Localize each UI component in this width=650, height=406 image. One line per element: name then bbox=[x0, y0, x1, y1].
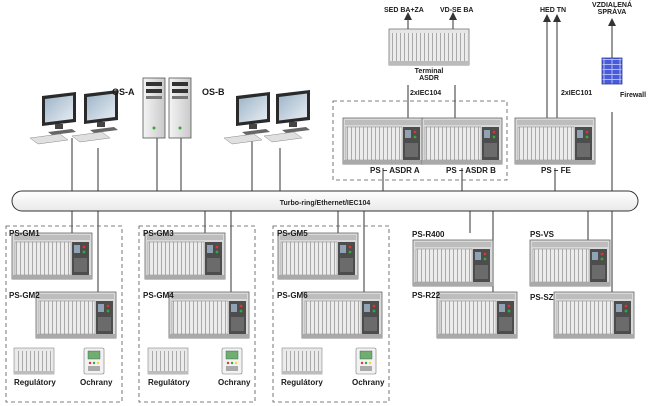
vzdialena-sprava-label: VZDIALENÁ SPRÁVA bbox=[591, 2, 633, 16]
iec101-label: 2xIEC101 bbox=[561, 90, 593, 97]
workstation-2 bbox=[71, 89, 119, 143]
rack-ps-gm6 bbox=[301, 291, 383, 339]
regulatory-label: Regulátory bbox=[148, 378, 190, 387]
workstation-4 bbox=[263, 89, 311, 143]
ps-vs-label: PS-VS bbox=[530, 230, 555, 239]
regulator-rack-3 bbox=[281, 347, 323, 375]
server-tower-b bbox=[168, 77, 192, 139]
ps-asdr-b-label: PS – ASDR B bbox=[446, 166, 496, 175]
lower-connectors bbox=[71, 211, 613, 292]
firewall-icon bbox=[601, 57, 623, 85]
hed-tn-label: HED TN bbox=[540, 7, 567, 14]
iec104-label: 2xIEC104 bbox=[410, 90, 442, 97]
ps-gm5-label: PS-GM5 bbox=[277, 229, 308, 238]
relay-icon bbox=[221, 347, 243, 375]
sed-ba-za-label: SED BA+ZA bbox=[384, 7, 424, 14]
terminal-asdr-rack bbox=[388, 28, 470, 66]
rack-ps-r22 bbox=[436, 291, 518, 339]
relay-icon bbox=[83, 347, 105, 375]
ps-gm2-label: PS-GM2 bbox=[9, 291, 40, 300]
ps-gm4-label: PS-GM4 bbox=[143, 291, 174, 300]
workstation-1 bbox=[29, 91, 77, 145]
rack-ps-r400 bbox=[412, 239, 494, 287]
ps-gm3-label: PS-GM3 bbox=[143, 229, 174, 238]
firewall-label: Firewall bbox=[620, 92, 647, 99]
ps-gm1-label: PS-GM1 bbox=[9, 229, 40, 238]
ochrany-label: Ochrany bbox=[218, 378, 251, 387]
regulatory-label: Regulátory bbox=[14, 378, 56, 387]
regulator-rack-1 bbox=[13, 347, 55, 375]
server-tower-a bbox=[142, 77, 166, 139]
group-frame-3 bbox=[272, 225, 390, 403]
rack-ps-asdr-b bbox=[421, 117, 503, 165]
rack-ps-gm5 bbox=[277, 232, 359, 280]
rack-ps-fe bbox=[514, 117, 596, 165]
terminal-asdr-label: Terminal ASDR bbox=[414, 68, 444, 82]
ps-fe-label: PS – FE bbox=[541, 166, 571, 175]
vd-se-ba-label: VD-SE BA bbox=[440, 7, 474, 14]
group-frame-2 bbox=[138, 225, 256, 403]
bus-label: Turbo-ring/Ethernet/IEC104 bbox=[279, 200, 371, 207]
rack-ps-vs bbox=[529, 239, 611, 287]
ochrany-label: Ochrany bbox=[80, 378, 113, 387]
ps-r400-label: PS-R400 bbox=[412, 230, 445, 239]
rack-ps-gm4 bbox=[168, 291, 250, 339]
ochrany-label: Ochrany bbox=[352, 378, 385, 387]
regulator-rack-2 bbox=[147, 347, 189, 375]
rack-ps-gm2 bbox=[35, 291, 117, 339]
upper-connectors bbox=[71, 112, 613, 191]
ps-gm6-label: PS-GM6 bbox=[277, 291, 308, 300]
relay-icon bbox=[355, 347, 377, 375]
os-a-label: OS-A bbox=[112, 87, 135, 97]
os-b-label: OS-B bbox=[202, 87, 225, 97]
fe-uplinks bbox=[543, 14, 616, 118]
rack-ps-asdr-a bbox=[342, 117, 424, 165]
ps-sz-label: PS-SZ bbox=[530, 293, 554, 302]
rack-ps-sz bbox=[553, 291, 635, 339]
ps-r22-label: PS-R22 bbox=[412, 291, 441, 300]
ethernet-ring-bus bbox=[11, 190, 639, 212]
group-frame-1 bbox=[5, 225, 123, 403]
rack-ps-gm1 bbox=[11, 232, 93, 280]
asdr-group-frame bbox=[332, 100, 508, 181]
ps-asdr-a-label: PS – ASDR A bbox=[370, 166, 420, 175]
terminal-uplinks bbox=[404, 12, 457, 118]
rack-ps-gm3 bbox=[144, 232, 226, 280]
regulatory-label: Regulátory bbox=[281, 378, 323, 387]
workstation-3 bbox=[223, 91, 271, 145]
